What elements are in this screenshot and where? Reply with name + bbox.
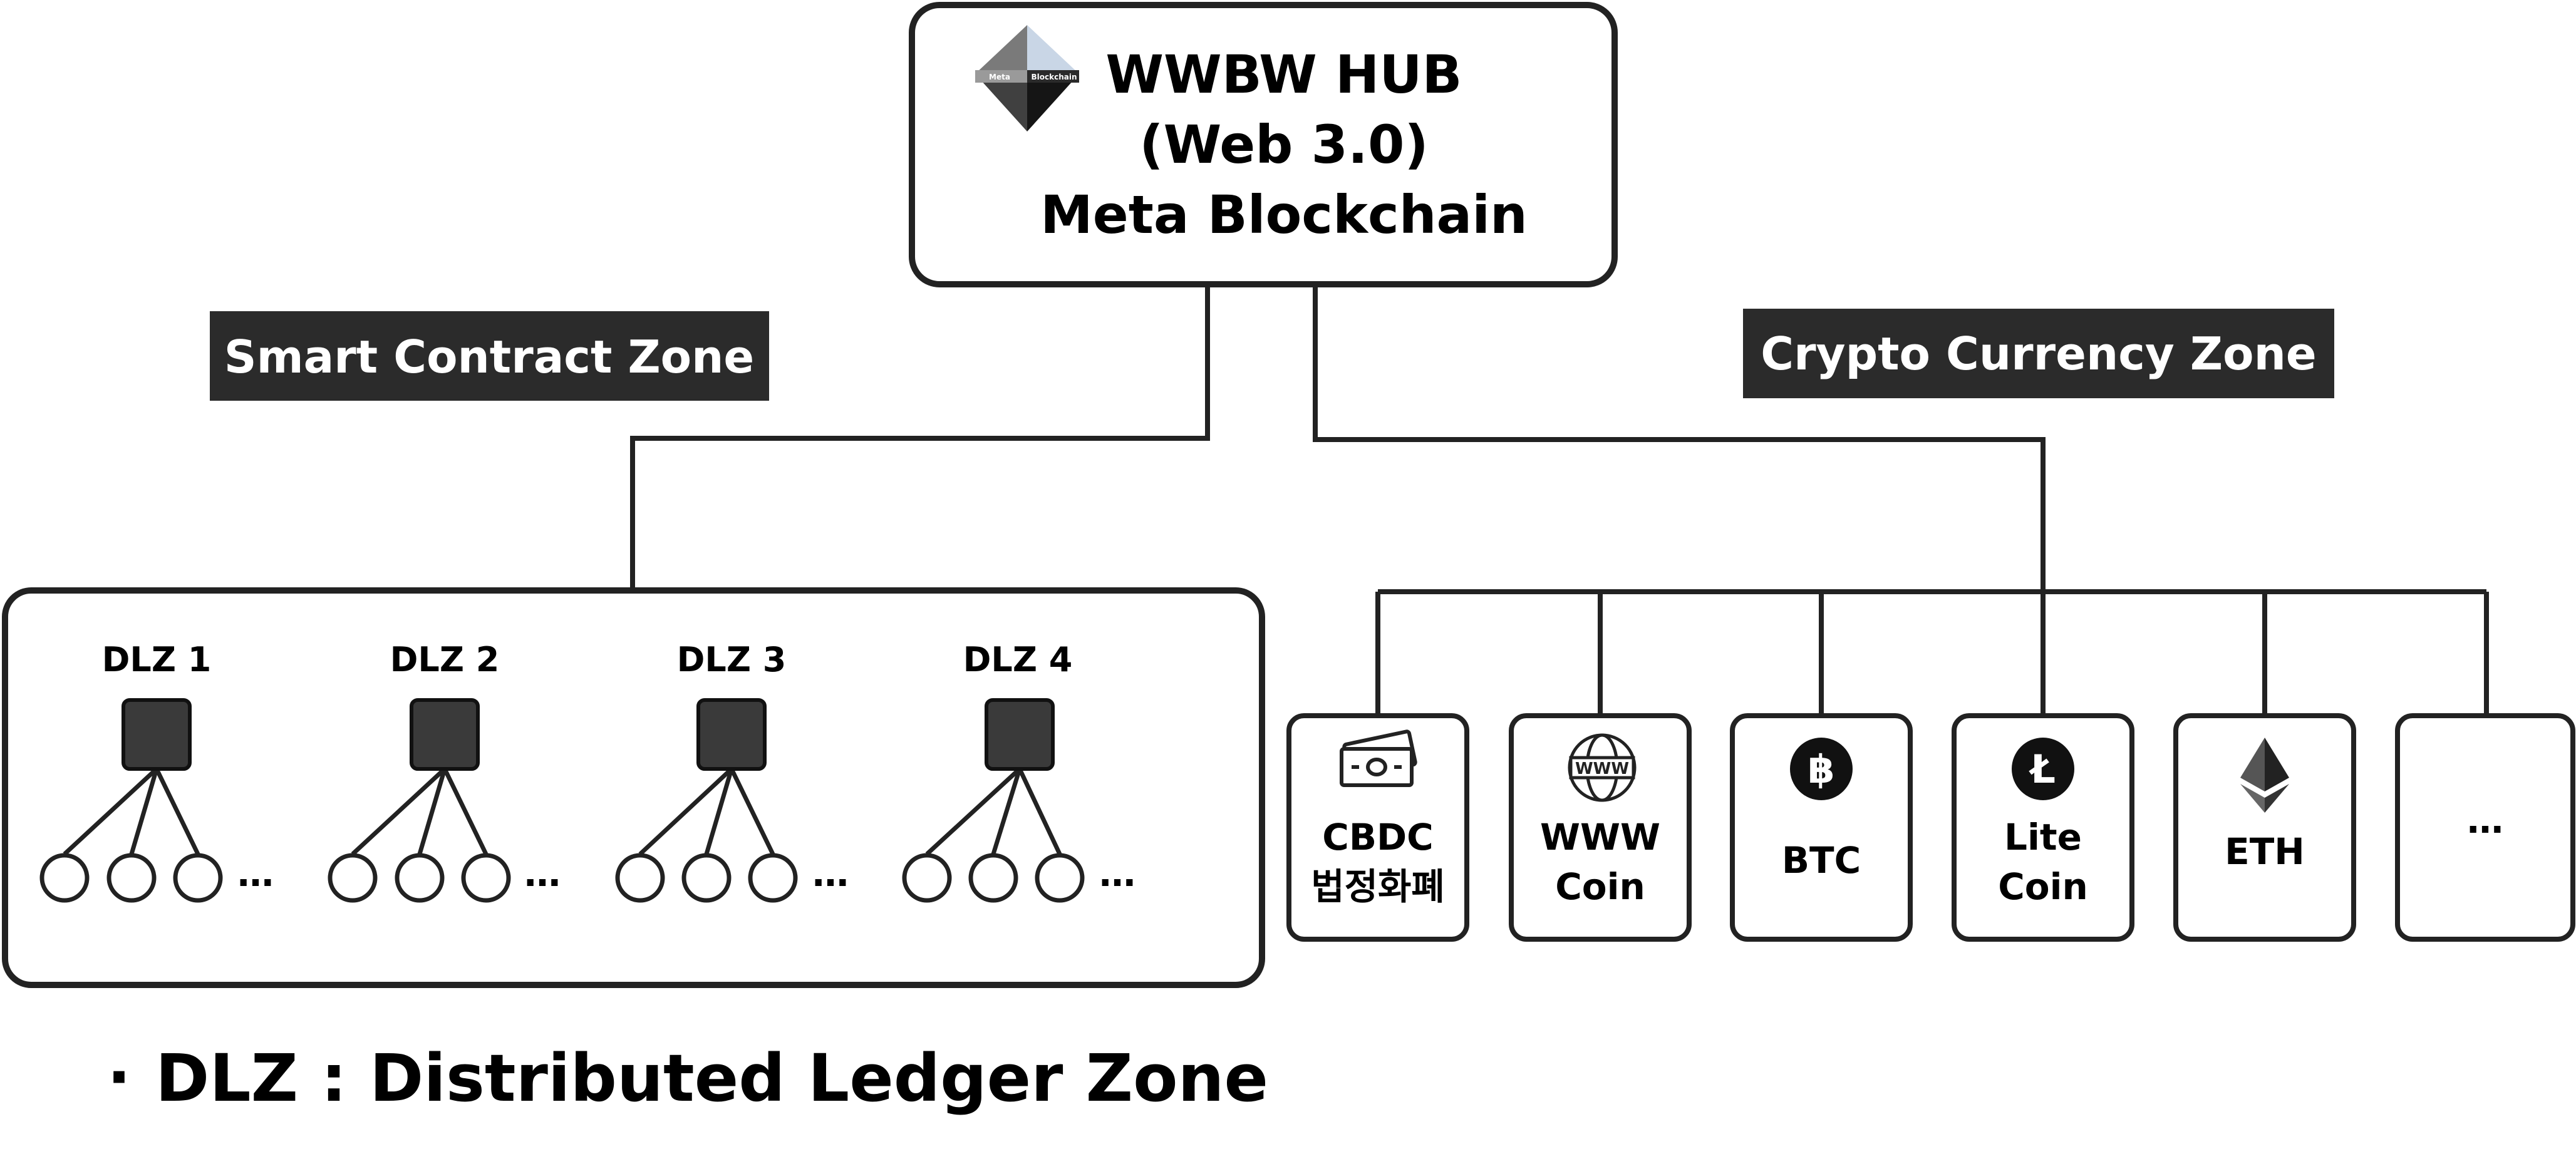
crypto-currency-zone-label-bg (1743, 309, 2334, 398)
hub-title-line3: Meta Blockchain (1040, 184, 1528, 245)
branch-line (729, 768, 775, 855)
currency-name-line1: Lite (2004, 816, 2082, 858)
hub-box-frame (909, 2, 1618, 287)
legend-text: DLZ : Distributed Ledger Zone (155, 1040, 1268, 1116)
connectors (630, 285, 2489, 716)
dlz-node (696, 698, 767, 771)
dlz-node (122, 698, 192, 771)
dlz-group-2: DLZ 2 … (328, 640, 561, 903)
currency-box-www-coin: WWW WWW Coin (1509, 713, 1692, 942)
currency-name-line1: CBDC (1322, 816, 1433, 858)
logo-text-right: Blockchain (1031, 73, 1077, 81)
logo-bottom-right-facet (1027, 74, 1079, 131)
currency-box-eth: ETH (2173, 713, 2356, 942)
smart-contract-zone-label-bg (210, 311, 769, 401)
ethereum-icon (2240, 738, 2289, 813)
currency-box-litecoin: Ł Lite Coin (1952, 713, 2134, 942)
hub-title-line2: (Web 3.0) (1139, 114, 1429, 175)
currency-name-line2: Coin (1555, 865, 1645, 908)
logo-top-right-facet (1027, 25, 1079, 74)
logo-band-left (975, 70, 1027, 83)
currency-name-line2: Coin (1998, 865, 2088, 908)
logo-top-left-facet (975, 25, 1027, 74)
currency-name-line1: WWW (1540, 816, 1660, 858)
dlz-node (410, 698, 480, 771)
currency-box-frame (1952, 713, 2134, 942)
connector-hub-to-smart-contract (630, 285, 1210, 590)
smart-contract-zone-label-text: Smart Contract Zone (224, 331, 754, 383)
bitcoin-icon: ฿ (1790, 738, 1853, 800)
dlz-label: DLZ 1 (102, 640, 212, 679)
ellipsis-more-nodes: … (812, 852, 849, 895)
branch-line (351, 767, 447, 856)
branch-line (1017, 768, 1062, 855)
meta-blockchain-logo: Meta Blockchain (975, 25, 1079, 131)
branch-line (925, 767, 1022, 856)
ledger-node-circle (328, 853, 378, 903)
currency-box-frame (1286, 713, 1469, 942)
currency-box-frame (1730, 713, 1913, 942)
ellipsis-more-nodes: … (1099, 852, 1135, 895)
dlz-group-1: DLZ 1 … (39, 640, 274, 903)
dlz-group-4: DLZ 4 … (902, 640, 1135, 903)
ellipsis-more-nodes: … (524, 852, 561, 895)
currency-box-frame (2395, 713, 2575, 942)
globe-www-icon-text: WWW (1575, 760, 1629, 778)
currency-box-frame (1509, 713, 1692, 942)
crypto-currency-zone-label-text: Crypto Currency Zone (1761, 327, 2316, 380)
branch-line (63, 767, 158, 856)
ledger-node-circle (681, 853, 732, 903)
branch-line (154, 768, 200, 855)
dlz-label: DLZ 4 (963, 640, 1073, 679)
bitcoin-icon-glyph: ฿ (1808, 746, 1834, 792)
logo-band-right (1027, 70, 1079, 83)
branch-line (704, 768, 734, 855)
connector-hub-to-crypto (1313, 285, 2046, 592)
branch-line (417, 768, 447, 855)
ledger-node-circle (395, 853, 445, 903)
ledger-node-circle (615, 853, 665, 903)
ledger-node-circle (1035, 853, 1085, 903)
branch-line (442, 768, 489, 855)
currency-name-line1: BTC (1782, 839, 1861, 882)
branch-line (129, 768, 159, 855)
hub-box: Meta Blockchain WWBW HUB (Web 3.0) Meta … (909, 2, 1618, 287)
banknote-icon (1340, 729, 1417, 787)
branch-line (991, 768, 1022, 855)
ledger-node-circle (748, 853, 798, 903)
ledger-node-circle (106, 853, 157, 903)
litecoin-icon: Ł (2012, 738, 2074, 800)
currency-box-more: … (2395, 713, 2575, 942)
logo-text-left: Meta (989, 73, 1010, 81)
currency-box-cbdc: CBDC 법정화폐 (1286, 713, 1469, 942)
legend-bullet: · (107, 1041, 131, 1114)
litecoin-icon-glyph: Ł (2029, 746, 2056, 792)
currency-box-btc: ฿ BTC (1730, 713, 1913, 942)
smart-contract-zone-label: Smart Contract Zone (210, 311, 769, 401)
dlz-group-3: DLZ 3 … (615, 640, 849, 903)
currency-more-ellipsis: … (2467, 799, 2503, 842)
logo-bottom-left-facet (975, 74, 1027, 131)
globe-www-icon: WWW (1568, 733, 1637, 802)
currency-box-frame (2173, 713, 2356, 942)
crypto-currency-zone-label: Crypto Currency Zone (1743, 309, 2334, 398)
ellipsis-more-nodes: … (237, 852, 274, 895)
branch-line (638, 767, 733, 856)
ledger-node-circle (173, 853, 223, 903)
dlz-node (985, 698, 1055, 771)
ledger-node-circle (902, 853, 952, 903)
legend: · DLZ : Distributed Ledger Zone (107, 1040, 1268, 1116)
ledger-node-circle (968, 853, 1018, 903)
hub-title-line1: WWBW HUB (1105, 44, 1462, 105)
ledger-node-circle (39, 853, 90, 903)
dlz-label: DLZ 2 (390, 640, 500, 679)
dlz-label: DLZ 3 (677, 640, 787, 679)
ledger-node-circle (461, 853, 511, 903)
currency-name-line1: ETH (2225, 830, 2305, 873)
currency-name-line2: 법정화폐 (1311, 865, 1444, 908)
